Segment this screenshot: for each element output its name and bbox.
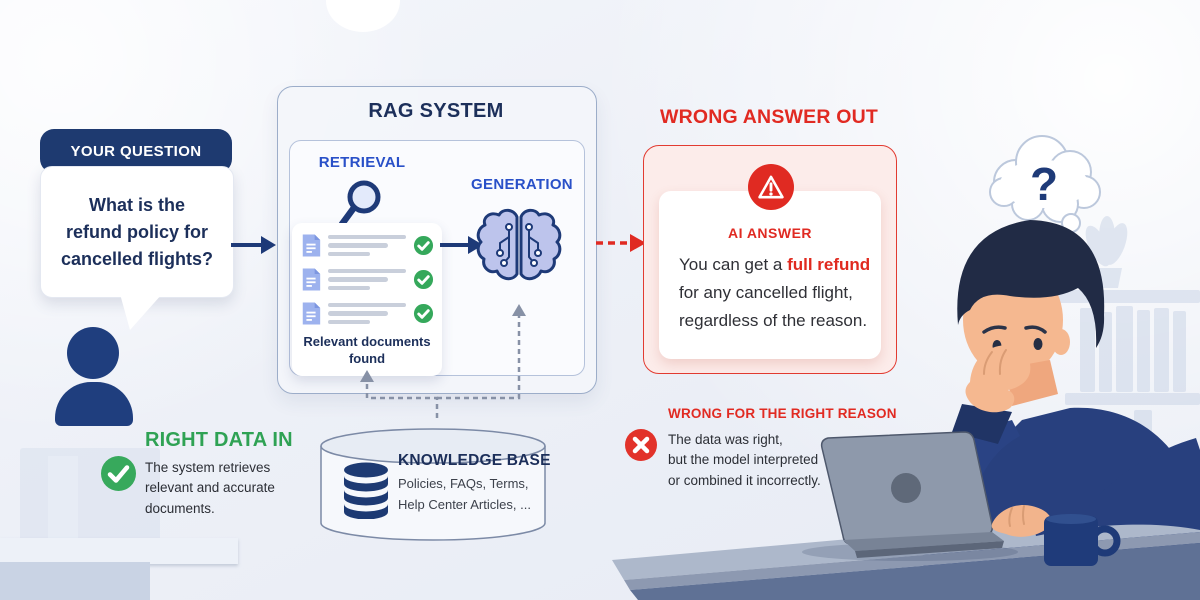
right-data-in-body: The system retrieves relevant and accura…	[145, 460, 275, 516]
question-text: What is the refund policy for cancelled …	[60, 194, 214, 269]
wrong-reason-heading: WRONG FOR THE RIGHT REASON	[668, 406, 897, 421]
dashed-flow-arrows	[360, 304, 526, 418]
document-row	[300, 232, 434, 259]
ai-answer-label: AI ANSWER	[727, 225, 813, 241]
warning-triangle-icon	[758, 175, 784, 199]
dashed-arrow-right-icon	[596, 234, 646, 252]
document-icon	[302, 302, 321, 325]
background-shelf-left	[20, 448, 160, 553]
hand-on-chin	[965, 345, 1031, 413]
coffee-mug	[1044, 514, 1121, 566]
thought-bubble-icon: ?	[989, 135, 1101, 246]
magnifier-icon	[338, 180, 381, 228]
retrieved-documents-card: Relevant documents found	[292, 223, 442, 376]
background-shelf-board	[0, 538, 238, 564]
laptop	[802, 431, 1018, 561]
wrong-reason-body: The data was right, but the model interp…	[668, 432, 821, 488]
hair	[957, 220, 1105, 348]
arrow-right-icon	[440, 236, 483, 254]
document-icon	[302, 268, 321, 291]
eyebrows	[982, 325, 1047, 334]
retrieval-label: RETRIEVAL	[318, 154, 406, 171]
person-icon-body	[55, 382, 133, 426]
wrong-answer-heading: WRONG ANSWER OUT	[659, 106, 879, 128]
typing-hand	[991, 504, 1052, 537]
knowledge-base-text: KNOWLEDGE BASE Policies, FAQs, Terms, He…	[398, 452, 551, 516]
speech-bubble-tail	[120, 294, 162, 330]
ai-answer-text: You can get a full refund for any cancel…	[679, 251, 871, 335]
typing-arm	[1030, 438, 1200, 536]
background-cloud	[326, 0, 400, 32]
brain-icon	[476, 208, 562, 281]
answer-text-prefix: You can get a	[679, 255, 788, 274]
document-row	[300, 300, 434, 327]
ai-answer-card: AI ANSWER You can get a full refund for …	[659, 191, 881, 359]
documents-caption: Relevant documents found	[303, 334, 431, 366]
person-icon	[67, 327, 119, 379]
knowledge-base-title: KNOWLEDGE BASE	[398, 452, 551, 469]
answer-text-highlight: full refund	[787, 255, 871, 274]
person-illustration: ?	[612, 135, 1200, 600]
database-icon	[344, 462, 388, 519]
check-circle-icon	[101, 456, 136, 491]
x-circle-icon	[625, 429, 657, 461]
background-shelf-left-panel	[48, 456, 78, 548]
question-mark: ?	[1030, 158, 1058, 210]
question-header: YOUR QUESTION	[40, 129, 232, 173]
rag-system-title: RAG SYSTEM	[368, 100, 504, 122]
check-circle-icon	[413, 303, 434, 324]
warning-circle	[748, 164, 794, 210]
knowledge-base-subtitle: Policies, FAQs, Terms, Help Center Artic…	[398, 476, 531, 512]
document-row	[300, 266, 434, 293]
check-circle-icon	[413, 235, 434, 256]
rag-inner-panel: RETRIEVAL	[289, 140, 585, 376]
background-cabinet	[0, 562, 150, 600]
check-circle-icon	[413, 269, 434, 290]
answer-text-suffix: for any cancelled flight, regardless of …	[679, 283, 868, 331]
wrong-answer-box: AI ANSWER You can get a full refund for …	[643, 145, 897, 374]
question-header-label: YOUR QUESTION	[70, 142, 202, 160]
question-bubble: What is the refund policy for cancelled …	[40, 166, 234, 298]
document-icon	[302, 234, 321, 257]
right-data-in-heading: RIGHT DATA IN	[145, 429, 293, 451]
generation-label: GENERATION	[471, 176, 573, 193]
laptop-logo	[891, 473, 921, 503]
arrow-right-icon	[231, 236, 276, 254]
